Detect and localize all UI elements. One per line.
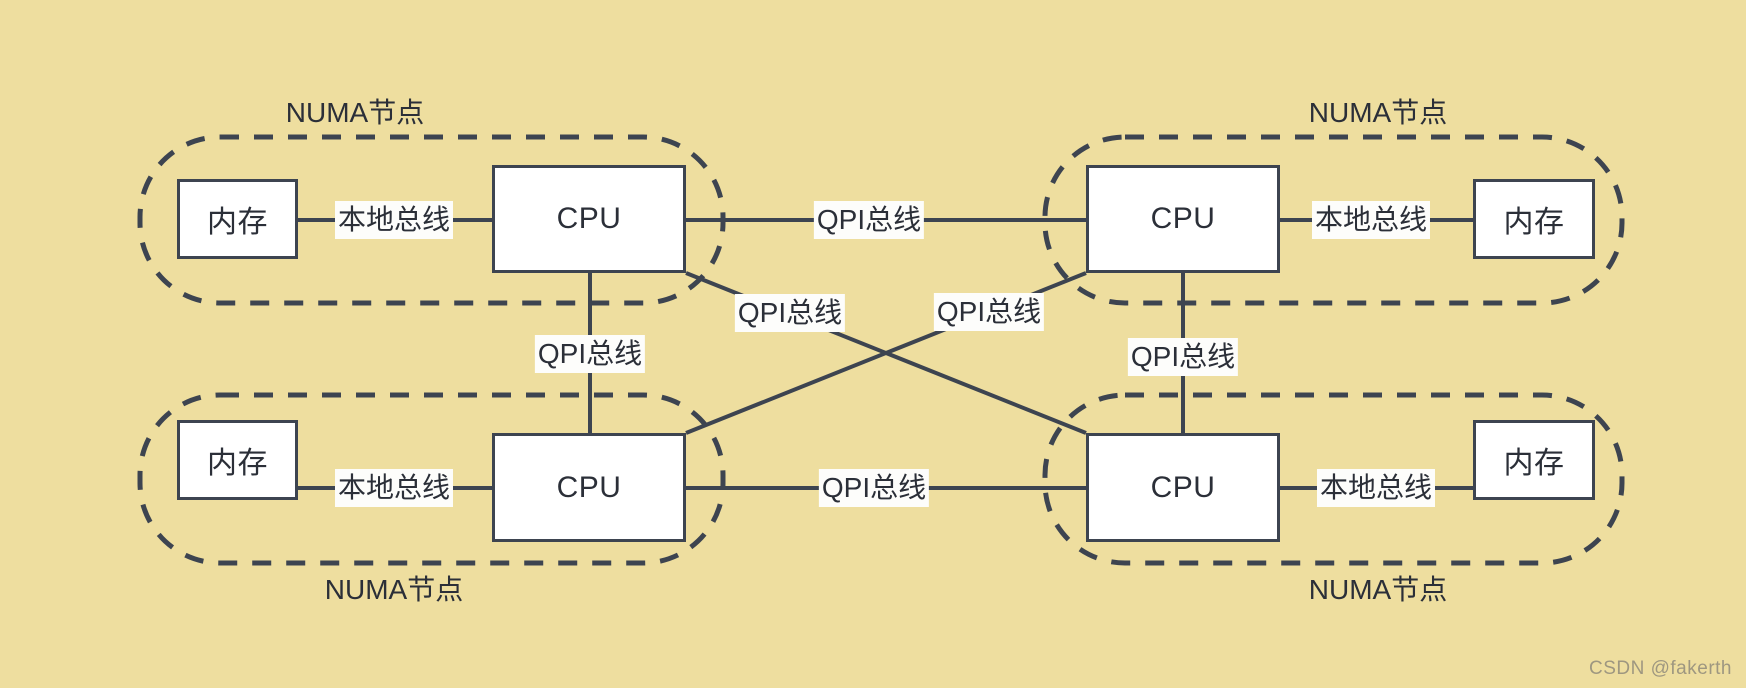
memory-bottom-right[interactable]: 内存 — [1473, 420, 1595, 500]
caption-bottom-left: NUMA节点 — [324, 574, 464, 605]
caption-bottom-right: NUMA节点 — [1308, 574, 1448, 605]
link-qpi-top-horizontal-label: QPI总线 — [813, 201, 925, 239]
memory-top-left[interactable]: 内存 — [177, 179, 298, 259]
caption-top-left: NUMA节点 — [285, 97, 425, 128]
numa-node-group — [137, 392, 726, 566]
numa-node-group — [1042, 134, 1625, 306]
link-local-bus-top-right-label: 本地总线 — [1311, 201, 1431, 239]
connection-lines — [298, 218, 1473, 490]
node-box-label: 内存 — [1503, 447, 1565, 480]
link-qpi-diagonal-down-label: QPI总线 — [734, 294, 846, 332]
link-qpi-left-vertical-label: QPI总线 — [534, 335, 646, 373]
cpu-top-right[interactable]: CPU — [1086, 165, 1280, 273]
link-qpi-diagonal-up-label: QPI总线 — [933, 293, 1045, 331]
cpu-bottom-right[interactable]: CPU — [1086, 433, 1280, 542]
node-box-label: CPU — [556, 470, 622, 504]
link-local-bus-top-left-label: 本地总线 — [334, 201, 454, 239]
link-local-bus-bottom-right-label: 本地总线 — [1316, 469, 1436, 507]
link-qpi-right-vertical-label: QPI总线 — [1127, 338, 1239, 376]
node-box-label: CPU — [1150, 470, 1216, 504]
node-box-label: 内存 — [1503, 206, 1565, 239]
node-box-label: CPU — [1150, 202, 1216, 235]
node-box-label: 内存 — [207, 447, 268, 480]
numa-node-group — [1042, 392, 1625, 566]
node-box-label: 内存 — [207, 206, 268, 239]
cpu-top-left[interactable]: CPU — [492, 165, 686, 273]
cpu-bottom-left[interactable]: CPU — [492, 433, 686, 542]
link-qpi-bottom-horizontal-label: QPI总线 — [818, 469, 930, 507]
memory-top-right[interactable]: 内存 — [1473, 179, 1595, 259]
watermark: CSDN @fakerth — [1589, 658, 1732, 679]
node-box-label: CPU — [556, 202, 622, 235]
memory-bottom-left[interactable]: 内存 — [177, 420, 298, 500]
link-local-bus-bottom-left-label: 本地总线 — [334, 469, 454, 507]
caption-top-right: NUMA节点 — [1308, 97, 1448, 128]
